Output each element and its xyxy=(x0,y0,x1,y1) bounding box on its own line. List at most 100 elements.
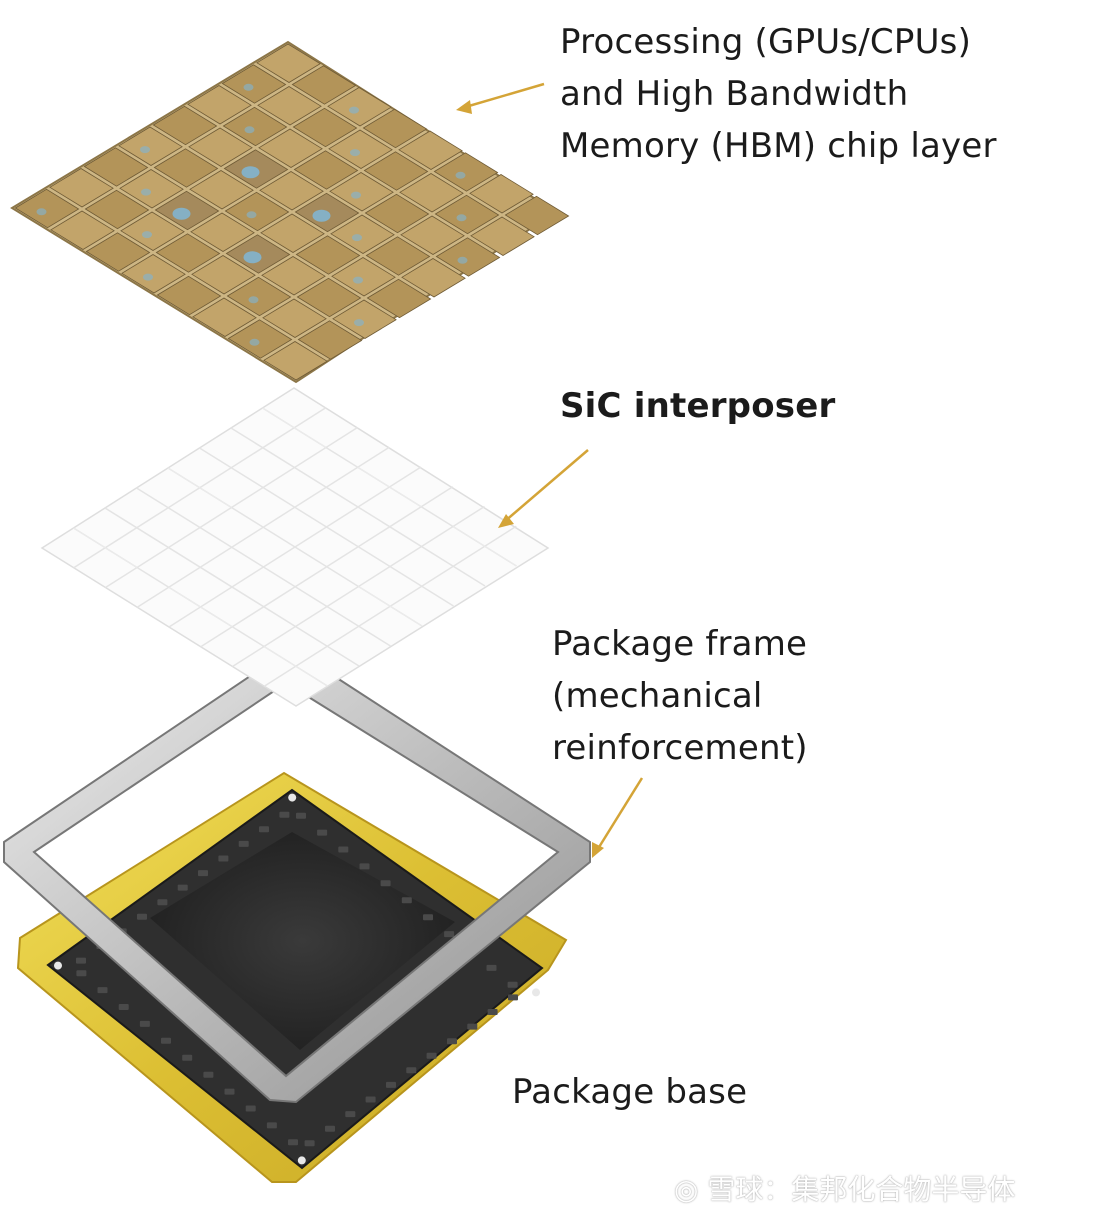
snowball-logo-icon: ◎ xyxy=(674,1173,699,1206)
base-pad xyxy=(304,1140,315,1147)
hbm-die xyxy=(85,232,151,272)
base-pad xyxy=(401,897,412,904)
hbm-die xyxy=(188,127,253,167)
base-pad xyxy=(139,1020,150,1027)
base-pad xyxy=(296,812,306,819)
interposer-grid-line xyxy=(358,586,423,627)
base-pad xyxy=(203,1071,214,1078)
chip-layer-label-line-1: Processing (GPUs/CPUs) xyxy=(560,22,972,62)
base-fiducial xyxy=(297,1156,306,1165)
base-pad xyxy=(426,1052,437,1059)
die-highlight xyxy=(456,214,467,222)
hbm-die xyxy=(470,216,535,256)
interposer-grid-line xyxy=(357,466,422,508)
base-pad xyxy=(218,855,229,862)
hbm-die xyxy=(399,173,464,213)
interposer-grid-line xyxy=(200,486,454,648)
base-pad xyxy=(245,1105,256,1112)
hbm-die xyxy=(295,235,361,275)
base-pad xyxy=(486,964,497,971)
sic-interposer-grid xyxy=(73,407,517,687)
base-pad xyxy=(359,863,370,870)
interposer-arrowhead xyxy=(498,514,514,528)
hbm-die xyxy=(224,191,290,232)
base-pad xyxy=(447,1038,457,1045)
hbm-die xyxy=(296,277,362,318)
base-pad xyxy=(177,884,188,891)
base-pad xyxy=(224,1088,235,1095)
frame-label: Package frame (mechanical reinforcement) xyxy=(552,618,808,774)
die-highlight xyxy=(243,251,262,264)
leader-arrows xyxy=(456,82,644,858)
hbm-die xyxy=(187,85,252,125)
hbm-die xyxy=(227,319,293,359)
interposer-grid-line xyxy=(168,586,233,628)
base-pad xyxy=(338,846,349,853)
hbm-die xyxy=(327,87,392,127)
hbm-die xyxy=(192,297,257,337)
interposer-grid-line xyxy=(262,407,327,448)
hbm-die xyxy=(261,256,326,296)
die-highlight xyxy=(455,171,466,179)
base-pad xyxy=(198,870,208,877)
hbm-die xyxy=(257,86,322,126)
interposer-label: SiC interposer xyxy=(560,380,835,432)
chip-layer-label: Processing (GPUs/CPUs) and High Bandwidt… xyxy=(560,16,997,172)
base-pad xyxy=(97,987,108,994)
package-base-cavity xyxy=(150,832,455,1050)
hbm-die xyxy=(119,169,184,209)
interposer-grid-line xyxy=(230,427,486,587)
die-highlight xyxy=(241,166,260,179)
hbm-die xyxy=(226,276,292,317)
base-pad xyxy=(288,1139,298,1146)
hbm-die xyxy=(120,211,185,251)
hbm-die xyxy=(433,152,499,192)
hbm-die xyxy=(50,210,115,250)
base-pad xyxy=(266,1122,277,1129)
base-fiducial xyxy=(288,793,297,802)
die-highlight xyxy=(457,256,468,264)
hbm-die xyxy=(362,108,428,149)
hbm-die xyxy=(259,171,324,211)
frame-label-line-1: Package frame xyxy=(552,624,808,664)
interposer-grid-line xyxy=(167,467,232,508)
base-pad xyxy=(380,880,391,887)
base-pad xyxy=(259,826,269,833)
hbm-die xyxy=(191,255,256,295)
interposer-grid-line xyxy=(168,466,422,628)
hbm-die xyxy=(156,275,222,316)
hbm-die xyxy=(364,193,430,234)
die-highlight xyxy=(246,211,257,219)
chip-layer-tiles xyxy=(14,43,570,381)
hbm-die xyxy=(121,254,186,294)
base-pad xyxy=(508,994,518,1001)
base-fiducial xyxy=(532,988,540,997)
hbm-die xyxy=(153,148,219,188)
hbm-die xyxy=(329,172,394,212)
hbm-die xyxy=(504,195,570,236)
chip-layer-arrowhead xyxy=(456,100,472,114)
hbm-die xyxy=(189,170,254,210)
die-highlight xyxy=(244,126,255,134)
base-pad xyxy=(238,840,249,847)
interposer-grid-line xyxy=(263,646,328,687)
interposer-arrow xyxy=(503,449,589,523)
die-highlight xyxy=(354,319,364,327)
frame-label-line-3: reinforcement) xyxy=(552,728,808,768)
base-pad xyxy=(182,1054,193,1061)
package-base xyxy=(16,771,568,1183)
base-pad xyxy=(365,1096,376,1103)
hbm-die xyxy=(332,299,397,339)
frame-arrowhead xyxy=(592,842,604,858)
die-highlight xyxy=(249,338,260,346)
chip-layer xyxy=(10,40,570,384)
hbm-die xyxy=(401,258,466,298)
die-highlight xyxy=(248,296,259,304)
hbm-die xyxy=(297,320,363,360)
base-pad xyxy=(386,1081,396,1088)
hbm-die xyxy=(222,106,288,147)
hbm-die xyxy=(400,215,465,255)
die-highlight xyxy=(36,208,47,216)
